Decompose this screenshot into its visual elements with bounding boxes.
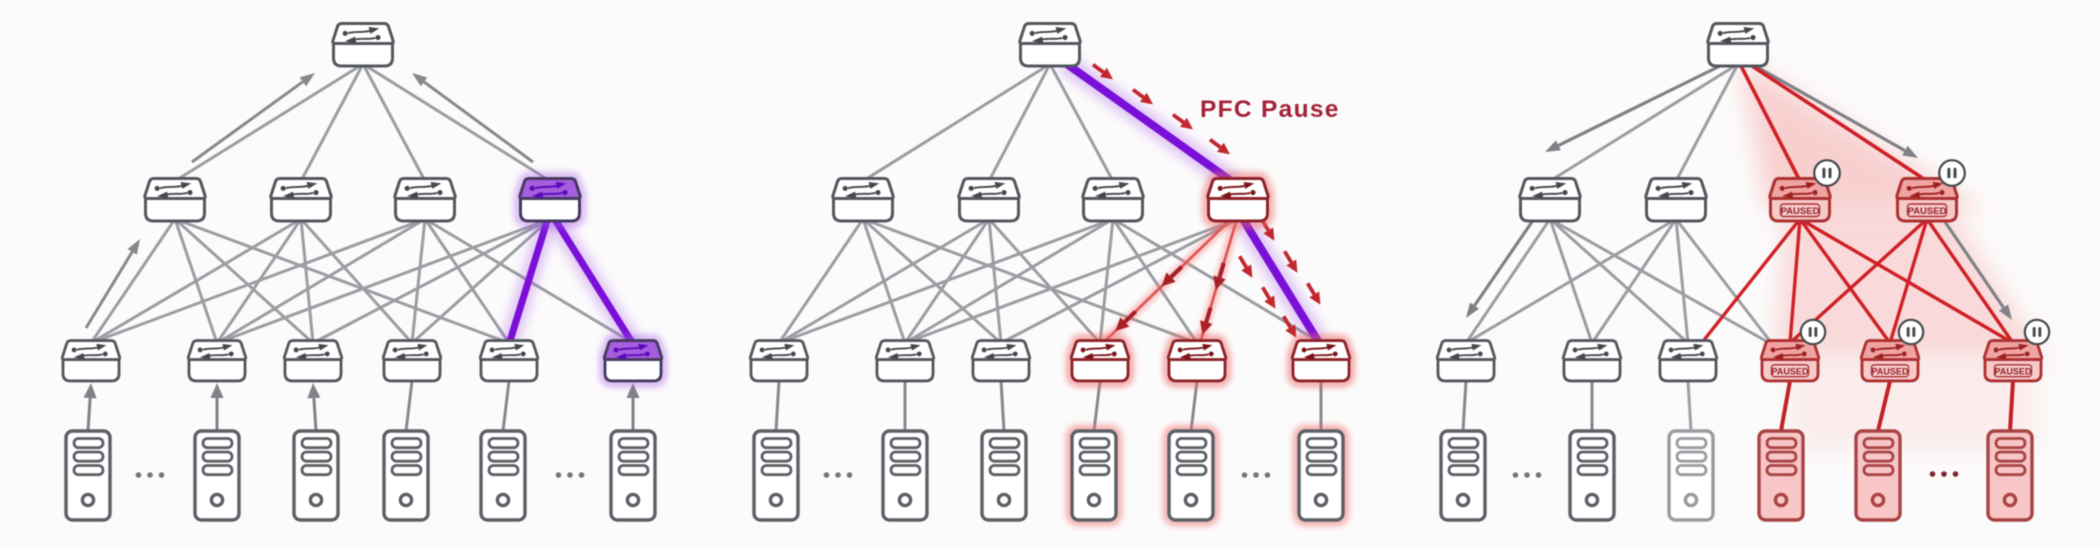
svg-text:PAUSED: PAUSED <box>1781 206 1820 217</box>
svg-text:PAUSED: PAUSED <box>1772 366 1809 376</box>
svg-text:PFC Pause: PFC Pause <box>1200 96 1340 123</box>
svg-text:PAUSED: PAUSED <box>1908 206 1947 217</box>
svg-text:PAUSED: PAUSED <box>1872 366 1909 376</box>
svg-text:PAUSED: PAUSED <box>1995 366 2032 376</box>
